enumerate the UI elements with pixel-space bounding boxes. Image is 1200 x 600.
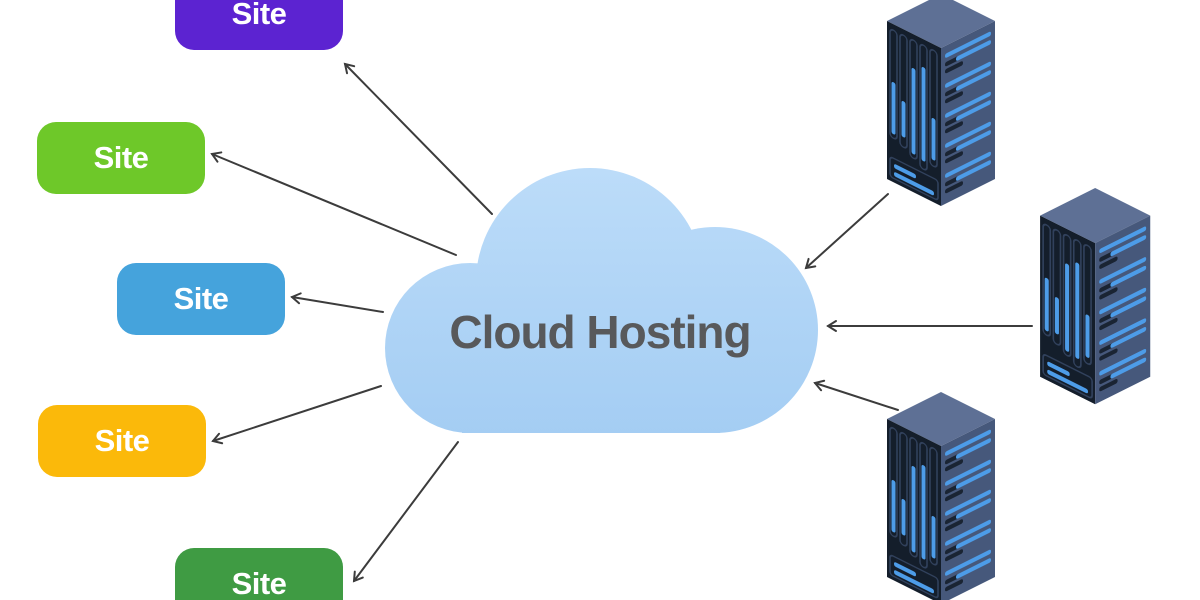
site-node-blue: Site [117,263,285,335]
arrow-cloud-to-site-green [210,151,457,256]
server-rack-icon [886,0,996,207]
arrow-cloud-to-site-darkgreen [352,441,459,583]
site-node-purple: Site [175,0,343,50]
arrow-server-top-to-cloud [804,193,889,270]
site-node-yellow: Site [38,405,206,477]
site-node-darkgreen: Site [175,548,343,600]
cloud-shape [385,168,818,433]
arrow-cloud-to-site-yellow [211,385,382,445]
arrow-cloud-to-site-blue [290,292,384,313]
arrow-server-bottom-to-cloud [813,379,899,411]
server-rack-icon [886,391,996,600]
arrow-cloud-to-site-purple [343,62,493,215]
server-rack-icon [1039,187,1152,406]
cloud-label: Cloud Hosting [449,306,751,358]
site-node-green: Site [37,122,205,194]
connection-arrows [210,62,1033,583]
